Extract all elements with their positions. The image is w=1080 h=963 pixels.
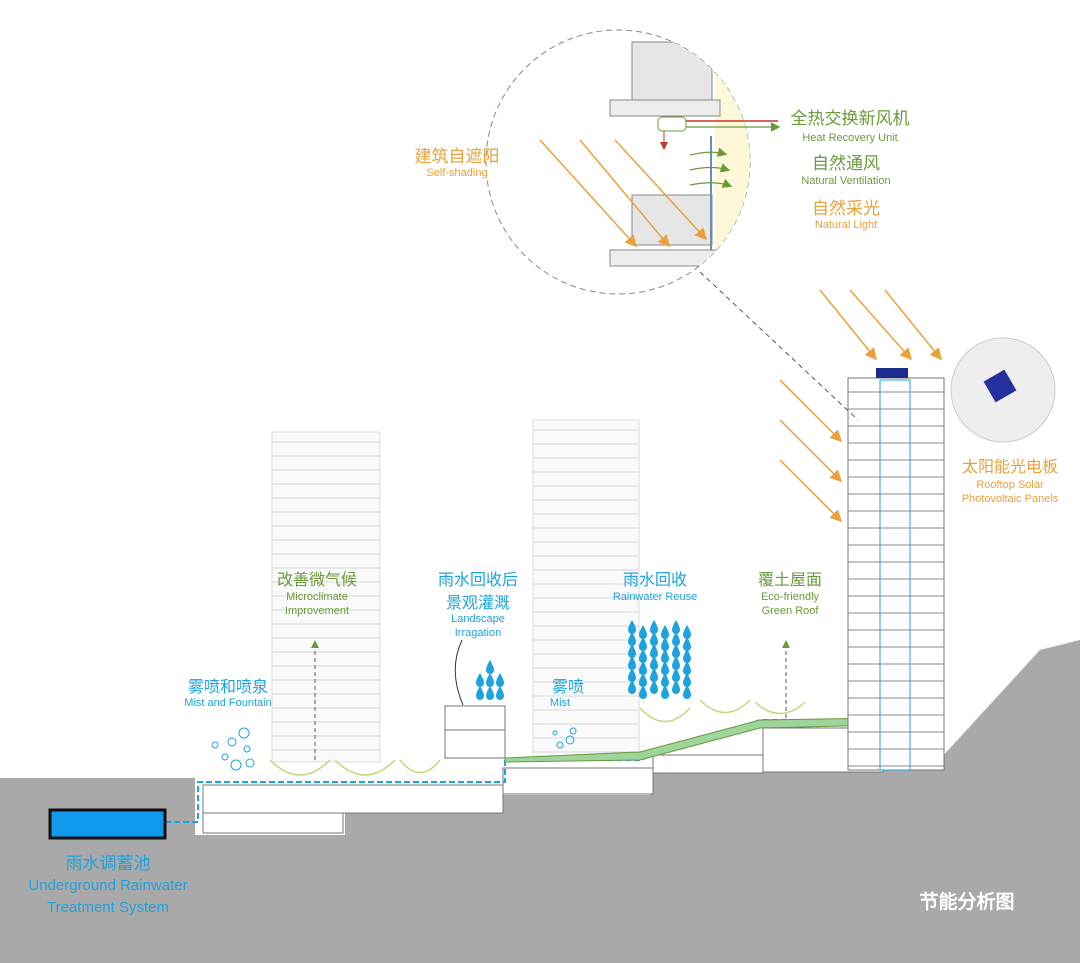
- self-shading-label-en: Self-shading: [426, 167, 487, 179]
- solar-panel-icon: [983, 369, 1017, 403]
- rain-drop-icon: [683, 661, 691, 675]
- planting-arcs: [269, 699, 806, 776]
- mist-bubble-icon: [565, 735, 575, 745]
- rain-drop-icon: [683, 637, 691, 651]
- irrigation-label-cn-1: 雨水回收后: [438, 570, 518, 589]
- ground: [0, 640, 1080, 963]
- mist-bubbles: [211, 727, 577, 771]
- rain-drop-icon: [486, 686, 494, 700]
- irrigation-label-en-1: Landscape: [451, 613, 505, 625]
- rainwater-tank: [48, 808, 167, 840]
- heat-recovery-unit-icon: [657, 116, 687, 132]
- rain-drop-icon: [683, 673, 691, 687]
- rain-drop-icon: [496, 686, 504, 700]
- rain-drop-icon: [650, 632, 658, 646]
- mist-label-en: Mist: [550, 697, 570, 709]
- solar-label-cn: 太阳能光电板: [962, 457, 1058, 476]
- solar-label-en-1: Rooftop Solar: [976, 479, 1044, 491]
- rain-drop-icon: [496, 673, 504, 687]
- rain-drop-icon: [639, 661, 647, 675]
- rain-drop-icon: [683, 649, 691, 663]
- rain-drop-icon: [672, 656, 680, 670]
- solar-label-en-2: Photovoltaic Panels: [962, 493, 1059, 505]
- natural-ventilation-label-cn: 自然通风: [812, 154, 880, 174]
- rain-drop-icon: [639, 685, 647, 699]
- rain-drop-icon: [661, 685, 669, 699]
- green-roof-label-en-1: Eco-friendly: [761, 591, 820, 603]
- heat-recovery-label-cn: 全热交换新风机: [791, 109, 910, 129]
- rain-drop-icon: [639, 637, 647, 651]
- mist-bubble-icon: [243, 745, 251, 753]
- rain-drop-icon: [661, 673, 669, 687]
- rainwater-reuse-label-cn: 雨水回收: [623, 570, 687, 589]
- podium-section: [202, 705, 884, 834]
- rain-drop-icon: [672, 632, 680, 646]
- rainwater-reuse-label-en: Rainwater Reuse: [613, 591, 697, 603]
- rain-drop-icon: [650, 680, 658, 694]
- mist-bubble-icon: [245, 758, 255, 768]
- rain-drop-icon: [672, 680, 680, 694]
- rain-drop-icon: [650, 620, 658, 634]
- mist-bubble-icon: [238, 727, 250, 739]
- rain-drop-icon: [476, 686, 484, 700]
- rain-drop-icon: [661, 625, 669, 639]
- microclimate-label-cn: 改善微气候: [277, 570, 357, 589]
- rain-drop-icon: [661, 649, 669, 663]
- irrigation-label-en-2: Irragation: [455, 627, 501, 639]
- background-tower-left: [271, 431, 381, 763]
- tank-label-en-2: Treatment System: [47, 899, 169, 916]
- rain-drop-icon: [639, 673, 647, 687]
- natural-light-label-cn: 自然采光: [812, 199, 880, 219]
- rain-drop-icon: [476, 673, 484, 687]
- rain-drop-icon: [486, 673, 494, 687]
- rain-drop-icon: [639, 649, 647, 663]
- person-icon: [745, 177, 750, 235]
- solar-panel-inset: [950, 337, 1056, 443]
- tank-label-cn: 雨水调蓄池: [66, 854, 151, 874]
- heat-recovery-label-en: Heat Recovery Unit: [802, 132, 897, 144]
- green-roof-label-en-2: Green Roof: [762, 605, 820, 617]
- sun-rays: [779, 289, 942, 523]
- mist-bubble-icon: [569, 727, 577, 735]
- rain-drop-icon: [672, 644, 680, 658]
- rain-drop-icon: [650, 656, 658, 670]
- microclimate-label-en-1: Microclimate: [286, 591, 348, 603]
- background-tower-middle: [532, 419, 640, 761]
- mist-bubble-icon: [556, 741, 564, 749]
- rain-drop-icon: [672, 620, 680, 634]
- rain-drop-icon: [683, 685, 691, 699]
- detail-leader-line: [699, 271, 859, 421]
- mist-bubble-icon: [552, 730, 558, 736]
- irrigation-label-cn-2: 景观灌溉: [446, 593, 510, 612]
- solar-panel: [876, 368, 908, 378]
- main-tower: [847, 368, 945, 771]
- mist-bubble-icon: [230, 759, 242, 771]
- mist-bubble-icon: [221, 753, 229, 761]
- mist-fountain-label-cn: 雾喷和喷泉: [188, 677, 268, 696]
- mist-label-cn: 雾喷: [552, 677, 584, 696]
- tank-label-en-1: Underground Rainwater: [28, 877, 187, 894]
- rain-drop-icon: [486, 660, 494, 674]
- rain-drop-icon: [639, 625, 647, 639]
- rain-drop-icon: [683, 625, 691, 639]
- green-roof-label-cn: 覆土屋面: [758, 570, 822, 589]
- rain-drop-icon: [650, 668, 658, 682]
- mist-fountain-label-en: Mist and Fountain: [184, 697, 271, 709]
- natural-ventilation-label-en: Natural Ventilation: [801, 175, 890, 187]
- rain-drop-icon: [661, 637, 669, 651]
- mist-bubble-icon: [227, 737, 237, 747]
- mist-bubble-icon: [211, 741, 219, 749]
- natural-light-label-en: Natural Light: [815, 219, 877, 231]
- microclimate-label-en-2: Improvement: [285, 605, 349, 617]
- facade-detail-callout: [485, 29, 781, 295]
- diagram-title: 节能分析图: [919, 890, 1014, 913]
- rain-drop-icon: [672, 668, 680, 682]
- rain-drop-icon: [650, 644, 658, 658]
- rain-drop-icon: [661, 661, 669, 675]
- self-shading-label-cn: 建筑自遮阳: [415, 147, 500, 167]
